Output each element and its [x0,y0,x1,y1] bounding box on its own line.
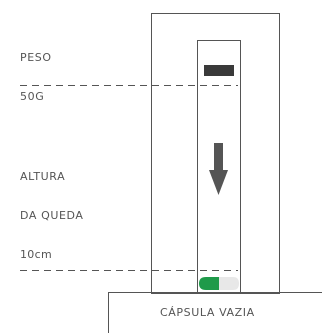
down-arrow-icon [209,143,228,195]
drop-height-label-line3: 10cm [20,248,52,261]
capsule-icon [199,277,239,290]
base-platform [108,292,322,333]
weight-block-icon [204,65,234,76]
drop-height-label: ALTURA DA QUEDA 10cm [20,144,84,274]
outer-housing [151,13,280,294]
drop-height-label-line2: DA QUEDA [20,209,84,222]
base-label: CÁPSULA VAZIA [160,306,255,319]
drop-height-label-line1: ALTURA [20,170,66,183]
weight-label: PESO 50G [20,25,52,116]
weight-label-line2: 50G [20,90,45,103]
weight-label-line1: PESO [20,51,52,64]
